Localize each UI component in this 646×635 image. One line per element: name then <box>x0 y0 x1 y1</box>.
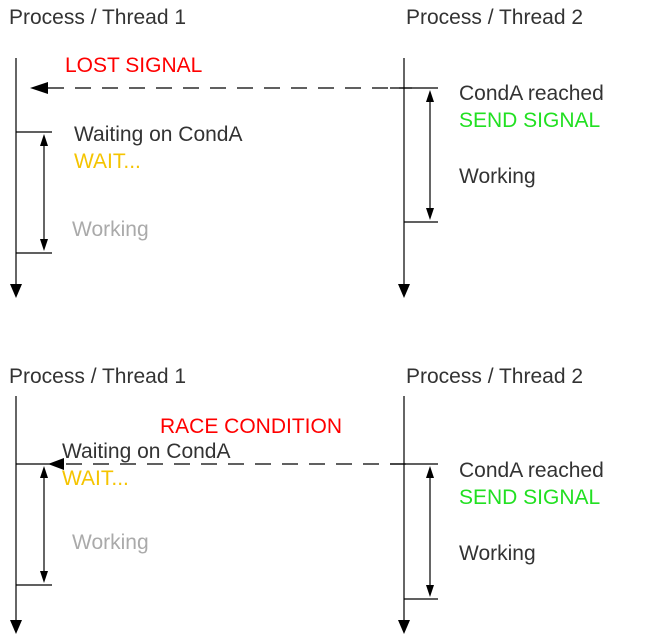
bottom-thread2-header: Process / Thread 2 <box>406 365 584 388</box>
top-thread2-send-signal-label: SEND SIGNAL <box>459 109 601 132</box>
top-thread1-wait-label: WAIT... <box>74 150 141 173</box>
bottom-thread1-timeline-arrow <box>10 620 22 634</box>
bottom-thread2-timeline-arrow <box>398 620 410 634</box>
top-thread1-header: Process / Thread 1 <box>9 6 187 29</box>
bottom-thread2-send-signal-label: SEND SIGNAL <box>459 486 601 509</box>
top-thread2-working-label: Working <box>459 165 536 188</box>
top-thread1-wait-span-bottom-arrow <box>40 239 48 251</box>
bottom-thread2-work-span-top-arrow <box>426 466 434 478</box>
bottom-thread1-wait-span-top-arrow <box>40 466 48 478</box>
top-thread1-wait-span-top-arrow <box>40 134 48 146</box>
bottom-thread1-working-label: Working <box>72 531 149 554</box>
bottom-thread2-work-span-bottom-arrow <box>426 585 434 597</box>
bottom-thread2-working-label: Working <box>459 542 536 565</box>
top-thread2-conda-label: CondA reached <box>459 82 604 105</box>
top-thread1-waiting-label: Waiting on CondA <box>74 123 243 146</box>
top-lost-signal-label: LOST SIGNAL <box>65 54 203 77</box>
bottom-thread1-waiting-label: Waiting on CondA <box>62 440 231 463</box>
top-signal-arrowhead <box>30 82 48 94</box>
bottom-scenario <box>10 396 438 634</box>
top-scenario <box>10 58 438 298</box>
bottom-thread2-conda-label: CondA reached <box>459 459 604 482</box>
bottom-signal-arrowhead <box>48 458 64 470</box>
top-thread2-work-span-bottom-arrow <box>426 208 434 220</box>
top-thread1-timeline-arrow <box>10 284 22 298</box>
top-thread2-header: Process / Thread 2 <box>406 6 584 29</box>
bottom-thread1-header: Process / Thread 1 <box>9 365 187 388</box>
bottom-race-condition-label: RACE CONDITION <box>160 415 343 438</box>
top-thread2-work-span-top-arrow <box>426 90 434 102</box>
bottom-thread1-wait-label: WAIT... <box>62 467 129 490</box>
top-thread2-timeline-arrow <box>398 284 410 298</box>
top-thread1-working-label: Working <box>72 218 149 241</box>
bottom-thread1-wait-span-bottom-arrow <box>40 571 48 583</box>
